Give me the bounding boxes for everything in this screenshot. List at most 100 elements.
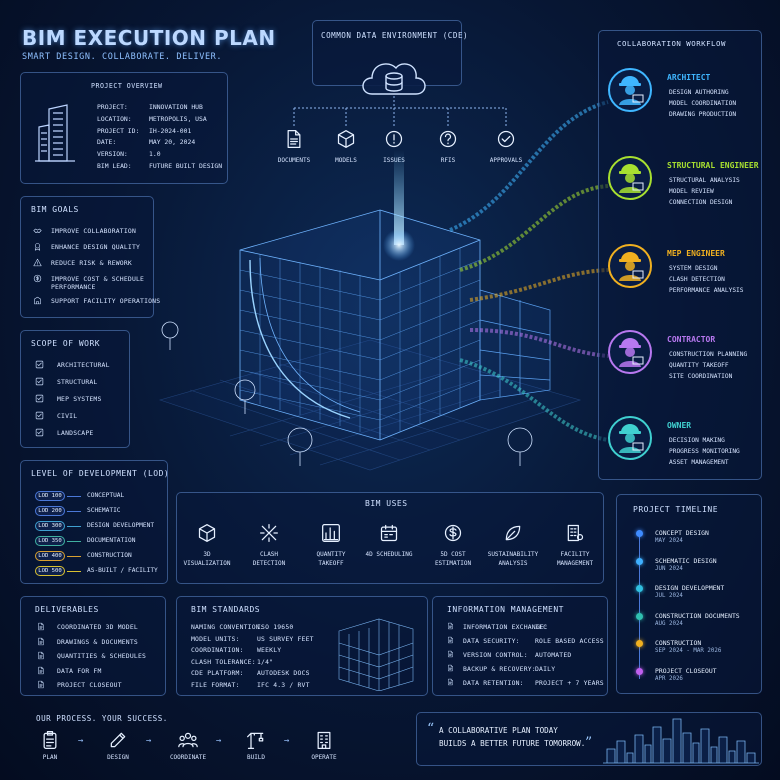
cube-icon <box>336 128 356 150</box>
cube-icon <box>197 523 217 543</box>
bim-use-label-cont: VISUALIZATION <box>183 560 231 567</box>
overview-key: DATE: <box>97 138 117 147</box>
timeline-name: SCHEMATIC DESIGN <box>655 556 717 565</box>
cost-icon <box>33 274 42 283</box>
standard-value: ISO 19650 <box>257 623 294 631</box>
lod-label: DESIGN DEVELOPMENT <box>87 522 155 529</box>
bim-goal-label: IMPROVE COST & SCHEDULE <box>51 275 145 283</box>
document-icon <box>37 666 45 675</box>
collaboration-streams <box>449 100 609 442</box>
bim-goal-label: ENHANCE DESIGN QUALITY <box>51 243 141 251</box>
timeline-date: AUG 2024 <box>655 620 683 627</box>
role-task: STRUCTURAL ANALYSIS <box>669 177 740 184</box>
timeline-date: JUL 2024 <box>655 593 683 599</box>
bim-use-label: 5D COST <box>440 551 466 558</box>
info-key: BACKUP & RECOVERY: <box>463 665 536 673</box>
cde-connector-lines <box>293 96 507 126</box>
bim-goals-panel: BIM GOALS IMPROVE COLLABORATION ENHANCE D… <box>20 196 160 318</box>
lod-badge: LOD 350 <box>35 536 65 546</box>
role-name: CONTRACTOR <box>667 335 716 344</box>
document-icon <box>37 680 45 689</box>
info-key: DATA RETENTION: <box>463 679 524 687</box>
info-key: INFORMATION EXCHANGE: <box>463 623 548 631</box>
quote-mark-icon: “ <box>427 721 435 737</box>
timeline-name: CONSTRUCTION DOCUMENTS <box>655 611 740 620</box>
crane-icon <box>246 730 266 750</box>
checkbox-icon <box>35 360 44 369</box>
role-name: STRUCTURAL ENGINEER <box>667 161 759 170</box>
quote-panel: “ A COLLABORATIVE PLAN TODAY BUILDS A BE… <box>416 712 762 766</box>
overview-key: PROJECT: <box>97 103 128 111</box>
cde-title: COMMON DATA ENVIRONMENT (CDE) <box>321 31 469 40</box>
standard-key: MODEL UNITS: <box>191 634 240 643</box>
scope-label: CIVIL <box>57 412 78 420</box>
facility-ops-icon <box>33 296 42 305</box>
role-task: SITE COORDINATION <box>669 373 733 380</box>
lod-connector <box>67 496 81 497</box>
process-arrow-icon: → <box>78 736 84 746</box>
lod-label: CONCEPTUAL <box>87 492 125 499</box>
timeline-date: JUN 2024 <box>655 565 683 572</box>
overview-key: PROJECT ID: <box>97 126 140 135</box>
deliverable-label: PROJECT CLOSEOUT <box>57 681 122 689</box>
overview-value: MAY 20, 2024 <box>149 138 196 147</box>
bim-goal-label: IMPROVE COLLABORATION <box>51 227 136 235</box>
page-subtitle: SMART DESIGN. COLLABORATE. DELIVER. <box>22 52 223 62</box>
leaf-icon <box>503 523 523 543</box>
skyline-illustration <box>603 718 759 764</box>
role-task: CONSTRUCTION PLANNING <box>669 351 748 358</box>
worker-avatar-icon <box>607 67 653 113</box>
lod-connector <box>67 556 81 557</box>
checkbox-icon <box>35 411 44 420</box>
timeline-name: CONCEPT DESIGN <box>655 529 709 537</box>
timeline-date: SEP 2024 - MAR 2026 <box>655 648 722 654</box>
overview-key: LOCATION: <box>97 114 132 123</box>
bim-goals-title: BIM GOALS <box>31 205 79 214</box>
timeline-dot <box>636 585 643 592</box>
info-key: VERSION CONTROL: <box>463 651 528 659</box>
quote-close-mark-icon: ” <box>585 735 593 751</box>
bim-use-label: CLASH <box>259 551 279 558</box>
standard-value: IFC 4.3 / RVT <box>257 680 310 689</box>
bim-use-label: 4D SCHEDULING <box>365 551 413 558</box>
information-management-panel: INFORMATION MANAGEMENT INFORMATION EXCHA… <box>432 596 608 696</box>
structure-frame-illustration <box>338 618 414 691</box>
timeline-name: PROJECT CLOSEOUT <box>655 666 717 675</box>
lod-label: AS-BUILT / FACILITY <box>87 567 158 574</box>
lod-badge: LOD 200 <box>35 506 65 516</box>
info-value: IFC <box>535 623 548 631</box>
scope-label: MEP SYSTEMS <box>57 395 102 403</box>
cde-item-label: RFIS <box>440 157 456 164</box>
info-value: DAILY <box>535 665 556 673</box>
overview-value: 1.0 <box>149 150 161 159</box>
process-step-label: PLAN <box>42 754 58 761</box>
handshake-icon <box>33 226 42 235</box>
role-name: ARCHITECT <box>667 73 711 82</box>
bim-use-label: SUSTAINABILITY <box>487 551 539 558</box>
timeline-date: APR 2026 <box>655 675 683 682</box>
role-task: QUANTITY TAKEOFF <box>669 362 729 369</box>
bim-standards-panel: BIM STANDARDS NAMING CONVENTION:ISO 1965… <box>176 596 428 696</box>
building-icon <box>31 101 81 165</box>
bim-standards-title: BIM STANDARDS <box>191 605 261 614</box>
role-task: DRAWING PRODUCTION <box>669 111 737 118</box>
standard-value: AUTODESK DOCS <box>257 669 310 677</box>
deliverable-label: DRAWINGS & DOCUMENTS <box>57 637 138 646</box>
lod-label: SCHEMATIC <box>87 507 121 514</box>
check-icon <box>496 128 516 150</box>
team-icon <box>178 730 198 750</box>
standard-value: US SURVEY FEET <box>257 634 314 643</box>
deliverables-title: DELIVERABLES <box>35 605 99 614</box>
bim-use-label: FACILITY <box>560 551 590 558</box>
timeline-dot <box>636 557 643 565</box>
timeline-dot <box>636 530 643 537</box>
lod-badge: LOD 500 <box>35 566 65 576</box>
role-task: MODEL COORDINATION <box>669 100 737 107</box>
lod-label: CONSTRUCTION <box>87 552 132 559</box>
role-task: ASSET MANAGEMENT <box>669 459 729 466</box>
document-icon <box>447 678 454 686</box>
